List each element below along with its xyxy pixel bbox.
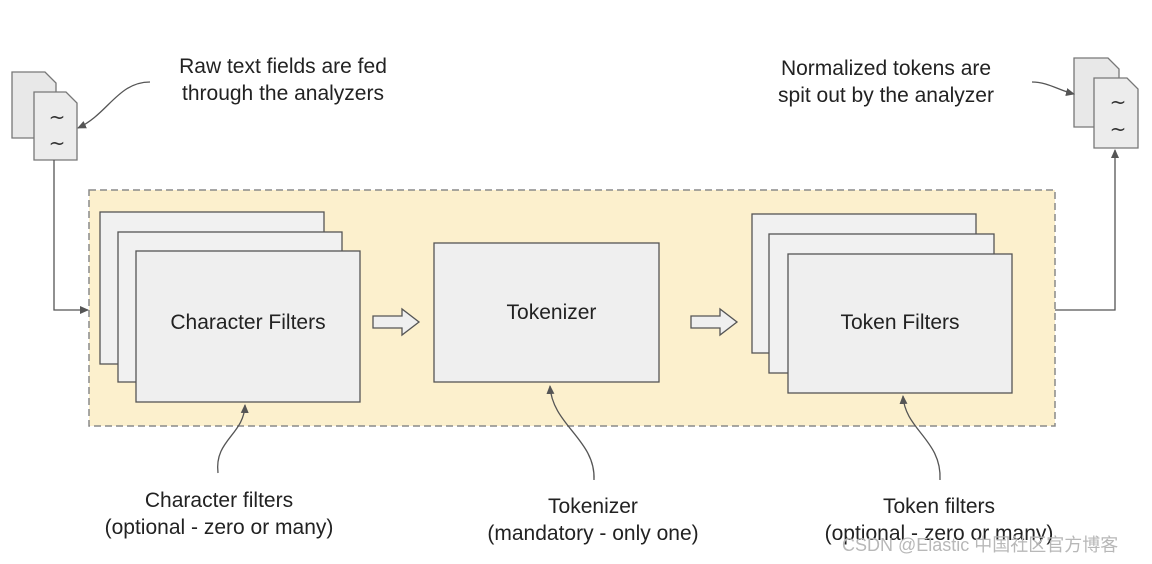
token-filters-caption: Token filters (optional - zero or many) (808, 493, 1070, 547)
tokenizer-box-label: Tokenizer (506, 301, 597, 324)
input-documents-icon: ~ ~ (11, 71, 78, 161)
character-filters-stack (99, 211, 361, 403)
output-note-line2: spit out by the analyzer (778, 84, 994, 107)
input-note-pointer (77, 81, 151, 129)
tokenizer-pointer (546, 385, 595, 481)
character-filters-pointer (217, 404, 249, 474)
token-filters-box (787, 253, 1013, 394)
token-filters-box-label: Token Filters (840, 311, 960, 334)
output-note-line1: Normalized tokens are (780, 57, 992, 80)
svg-text:~: ~ (1110, 117, 1127, 141)
flow-arrow-2 (690, 307, 739, 337)
tokenizer-caption-line1: Tokenizer (548, 495, 638, 518)
input-note-line2: through the analyzers (182, 82, 384, 105)
character-filters-box-label: Character Filters (170, 311, 326, 334)
tokenizer-box (433, 242, 660, 383)
token-filters-caption-line2: (optional - zero or many) (824, 522, 1054, 545)
input-note: Raw text fields are fed through the anal… (160, 53, 406, 107)
flow-arrow-1 (372, 307, 421, 337)
token-filters-pointer (899, 395, 941, 481)
svg-text:~: ~ (1110, 90, 1127, 114)
character-filters-caption-line1: Character filters (144, 489, 294, 512)
tokenizer-caption: Tokenizer (mandatory - only one) (470, 493, 716, 547)
output-connector (1055, 149, 1119, 311)
tokenizer-caption-line2: (mandatory - only one) (487, 522, 699, 545)
watermark: CSDN @Elastic 中国社区官方博客 (842, 535, 1119, 555)
svg-text:~: ~ (49, 105, 66, 129)
token-filters-stack (751, 213, 1013, 394)
svg-text:~: ~ (49, 131, 66, 155)
output-note: Normalized tokens are spit out by the an… (760, 55, 1012, 109)
character-filters-caption-line2: (optional - zero or many) (104, 516, 334, 539)
output-documents-icon: ~ ~ (1073, 57, 1139, 149)
character-filters-caption: Character filters (optional - zero or ma… (88, 487, 350, 541)
input-connector (53, 160, 89, 314)
token-filters-caption-line1: Token filters (882, 495, 996, 518)
input-note-line1: Raw text fields are fed (179, 55, 387, 78)
output-note-pointer (1031, 81, 1075, 96)
character-filters-box (135, 250, 361, 403)
